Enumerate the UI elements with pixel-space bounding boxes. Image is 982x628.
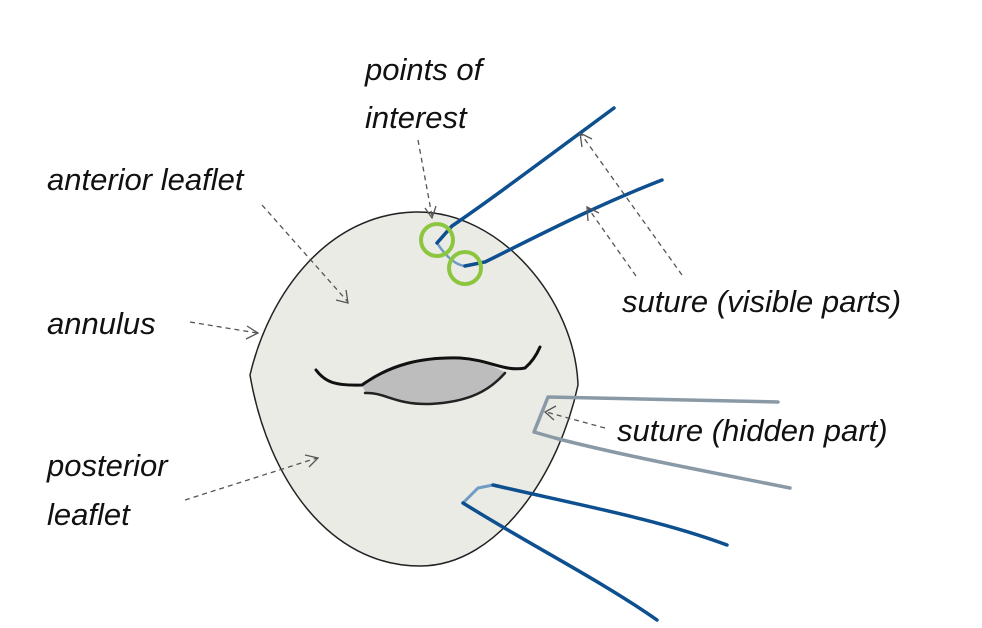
label-posterior-leaflet-1: posterior — [46, 448, 169, 483]
label-points-of-interest-1: points of — [364, 52, 486, 87]
posterior-leaflet-edge — [363, 371, 507, 406]
label-suture-hidden: suture (hidden part) — [617, 413, 888, 448]
point-of-interest-2 — [447, 250, 483, 286]
label-points-of-interest-2: interest — [365, 100, 468, 135]
suture-visible-2 — [463, 178, 664, 268]
suture-hidden — [532, 395, 792, 490]
label-suture-visible: suture (visible parts) — [622, 284, 901, 319]
arrow-suture-visible-2 — [586, 205, 637, 277]
arrow-suture-hidden — [543, 405, 606, 429]
suture-lower-2 — [461, 501, 659, 622]
arrow-anterior-leaflet — [261, 204, 349, 304]
arrow-posterior-leaflet — [184, 454, 320, 501]
label-annulus: annulus — [47, 306, 156, 341]
valve-opening — [362, 357, 505, 404]
arrow-points-of-interest — [417, 139, 437, 220]
label-anterior-leaflet: anterior leaflet — [47, 162, 245, 197]
anterior-leaflet-edge — [314, 345, 542, 387]
label-posterior-leaflet-2: leaflet — [47, 497, 131, 532]
arrow-suture-visible-1 — [579, 131, 683, 276]
suture-lower-hidden-link — [461, 483, 494, 505]
suture-lower-1 — [491, 483, 729, 547]
suture-visible-1 — [435, 106, 616, 245]
point-of-interest-1 — [419, 222, 455, 258]
arrow-annulus — [189, 321, 260, 340]
